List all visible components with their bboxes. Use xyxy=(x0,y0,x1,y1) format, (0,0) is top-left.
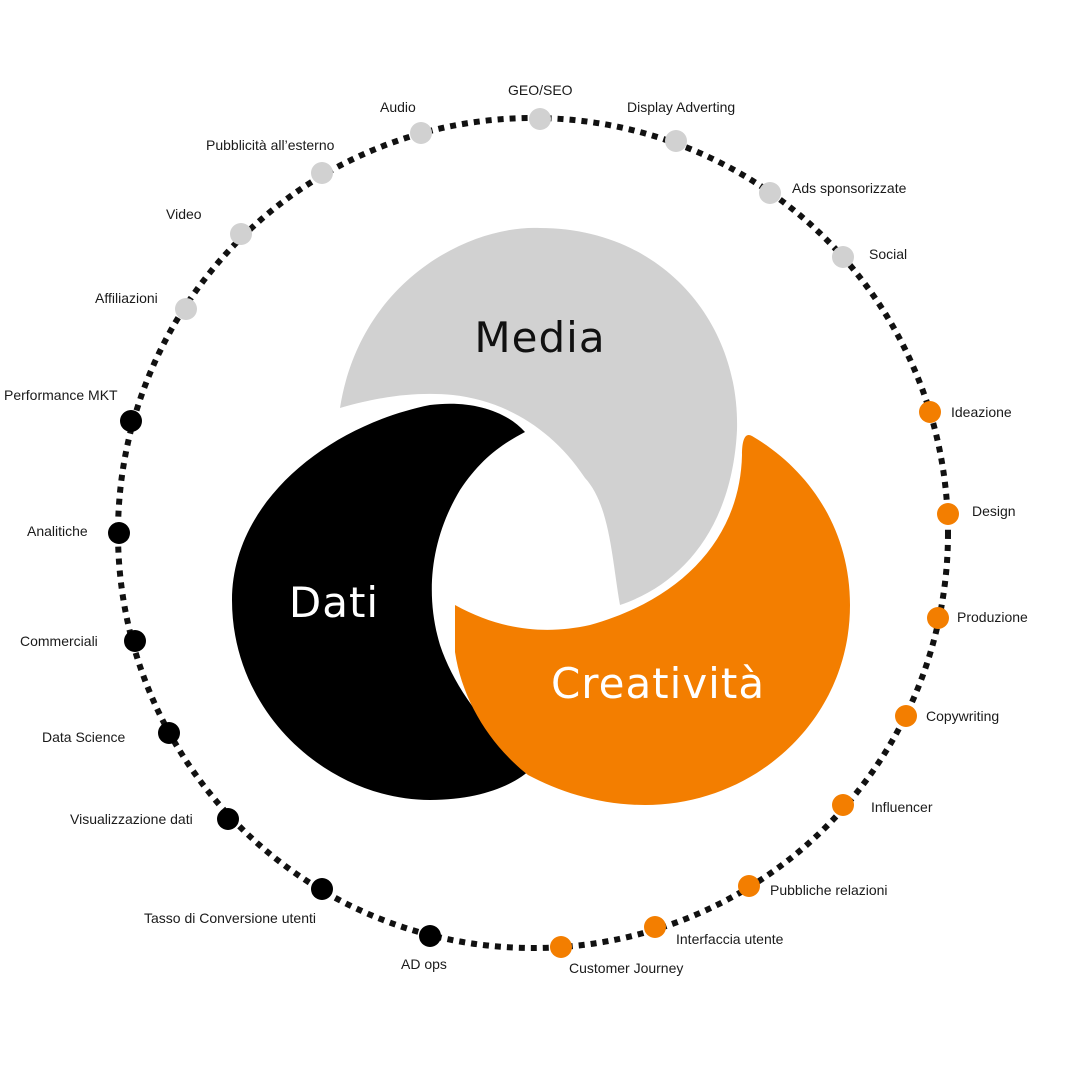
node-dot-produzione[interactable] xyxy=(927,607,949,629)
node-label-analitiche: Analitiche xyxy=(27,523,88,539)
node-label-produzione: Produzione xyxy=(957,609,1028,625)
node-dot-analitiche[interactable] xyxy=(108,522,130,544)
node-label-visualizzazione-dati: Visualizzazione dati xyxy=(70,811,193,827)
creativita-blob xyxy=(455,434,850,805)
node-dot-performance-mkt[interactable] xyxy=(120,410,142,432)
media-blob-title: Media xyxy=(474,313,605,362)
node-dot-pubbliche-relazioni[interactable] xyxy=(738,875,760,897)
node-dot-tasso-conversione[interactable] xyxy=(311,878,333,900)
node-label-audio: Audio xyxy=(380,99,416,115)
node-dot-audio[interactable] xyxy=(410,122,432,144)
dati-blob xyxy=(232,403,532,800)
node-dot-visualizzazione-dati[interactable] xyxy=(217,808,239,830)
media-blob xyxy=(340,227,738,605)
node-dot-geo-seo[interactable] xyxy=(529,108,551,130)
node-label-commerciali: Commerciali xyxy=(20,633,98,649)
node-label-copywriting: Copywriting xyxy=(926,708,1000,724)
node-label-customer-journey: Customer Journey xyxy=(569,960,684,976)
node-label-tasso-conversione: Tasso di Conversione utenti xyxy=(144,910,316,926)
node-dot-data-science[interactable] xyxy=(158,722,180,744)
node-label-ad-ops: AD ops xyxy=(401,956,447,972)
node-label-social: Social xyxy=(869,246,908,262)
node-dot-social[interactable] xyxy=(832,246,854,268)
dati-blob-title: Dati xyxy=(289,578,379,627)
node-dot-affiliazioni[interactable] xyxy=(175,298,197,320)
node-dot-ideazione[interactable] xyxy=(919,401,941,423)
node-dot-copywriting[interactable] xyxy=(895,705,917,727)
node-label-design: Design xyxy=(972,503,1016,519)
node-dot-ads-sponsorizzate[interactable] xyxy=(759,182,781,204)
node-dot-commerciali[interactable] xyxy=(124,630,146,652)
node-label-display-adverting: Display Adverting xyxy=(627,99,736,115)
node-label-data-science: Data Science xyxy=(42,729,126,745)
node-dot-customer-journey[interactable] xyxy=(550,936,572,958)
node-label-ads-sponsorizzate: Ads sponsorizzate xyxy=(792,180,907,196)
node-label-pubblicita-esterno: Pubblicità all’esterno xyxy=(206,137,335,153)
node-dot-influencer[interactable] xyxy=(832,794,854,816)
node-label-ideazione: Ideazione xyxy=(951,404,1012,420)
node-label-interfaccia-utente: Interfaccia utente xyxy=(676,931,784,947)
node-dot-display-adverting[interactable] xyxy=(665,130,687,152)
node-label-video: Video xyxy=(166,206,202,222)
node-dot-ad-ops[interactable] xyxy=(419,925,441,947)
node-label-pubbliche-relazioni: Pubbliche relazioni xyxy=(770,882,888,898)
node-dot-interfaccia-utente[interactable] xyxy=(644,916,666,938)
node-label-performance-mkt: Performance MKT xyxy=(4,387,118,403)
node-label-affiliazioni: Affiliazioni xyxy=(95,290,158,306)
node-dot-pubblicita-esterno[interactable] xyxy=(311,162,333,184)
dotted-ring xyxy=(115,115,951,951)
node-dot-design[interactable] xyxy=(937,503,959,525)
node-dot-video[interactable] xyxy=(230,223,252,245)
creativita-blob-title: Creatività xyxy=(551,659,765,708)
node-label-influencer: Influencer xyxy=(871,799,933,815)
node-label-geo-seo: GEO/SEO xyxy=(508,82,573,98)
